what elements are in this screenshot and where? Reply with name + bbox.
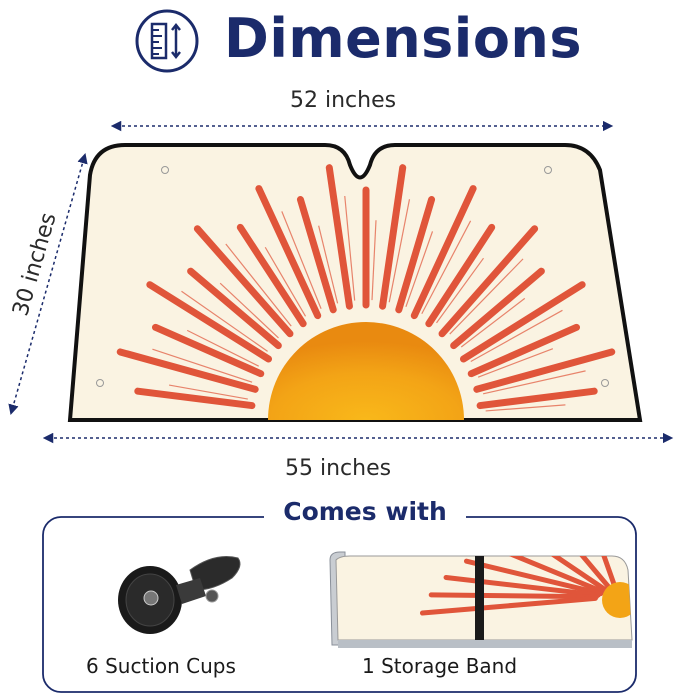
sun-ray xyxy=(450,267,545,350)
storage-band-image xyxy=(329,551,633,648)
height-arrow xyxy=(8,152,88,416)
sun-ray-accent xyxy=(264,246,307,317)
sun-ray xyxy=(467,323,581,378)
sun-ray-accent xyxy=(482,370,586,395)
sun-ray xyxy=(116,348,259,393)
sun-ray xyxy=(187,267,282,350)
page-title: Dimensions xyxy=(224,7,583,70)
sun-ray-accent xyxy=(186,329,259,367)
sun-ray xyxy=(236,223,307,328)
sun-ray-accent xyxy=(281,211,322,309)
sun-ray-accent xyxy=(421,220,472,315)
top-width-label: 52 inches xyxy=(290,88,397,113)
band-ray xyxy=(518,556,611,594)
suction-cups-label: 6 Suction Cups xyxy=(86,654,236,678)
sun-ray-accent xyxy=(460,297,526,348)
sun-ray-accent xyxy=(405,231,434,308)
sun-ray xyxy=(296,196,337,314)
windshield-sunshade xyxy=(67,143,643,422)
header: Dimensions xyxy=(0,0,679,80)
sun-ray-accent xyxy=(436,257,484,324)
sun-ray xyxy=(438,225,539,338)
sun-rays xyxy=(116,164,616,412)
sun-ray-accent xyxy=(371,220,377,301)
ruler-height-icon xyxy=(135,9,199,73)
sun-ray-accent xyxy=(449,258,524,335)
band-ray xyxy=(551,556,615,594)
sun-ray xyxy=(473,348,616,393)
band-ray xyxy=(489,556,607,595)
sun-ray xyxy=(395,196,436,314)
band-ray xyxy=(443,574,601,598)
suction-cups-image xyxy=(118,556,241,634)
sun-ray xyxy=(146,281,273,363)
sun-ray xyxy=(255,185,322,320)
suction-cup-dot xyxy=(96,379,104,387)
sun-ray-accent xyxy=(485,404,566,412)
suction-cup-dot xyxy=(161,166,169,174)
sun-ray-accent xyxy=(152,348,253,383)
storage-band-label: 1 Storage Band xyxy=(362,654,518,678)
comes-with-title: Comes with xyxy=(264,497,466,526)
sun-ray-accent xyxy=(225,243,292,327)
band-ray xyxy=(586,556,619,593)
sun-ray xyxy=(379,164,407,310)
sun-ray-accent xyxy=(219,282,279,339)
sun xyxy=(268,322,464,420)
band-ray xyxy=(463,558,604,597)
suction-cup-dot xyxy=(544,166,552,174)
sun-ray xyxy=(325,164,353,310)
sun-ray xyxy=(459,281,586,363)
sun-ray-accent xyxy=(344,195,356,301)
sun-ray xyxy=(410,185,477,320)
sun-ray xyxy=(193,225,294,338)
sun-ray-accent xyxy=(318,225,339,304)
sun-ray-accent xyxy=(477,348,554,378)
sun-ray xyxy=(151,323,265,378)
sun-ray-accent xyxy=(470,309,563,363)
sun-ray xyxy=(425,223,496,328)
bottom-width-label: 55 inches xyxy=(285,456,392,481)
sun-ray-accent xyxy=(388,199,411,303)
sun-ray-accent xyxy=(168,384,248,400)
sun-ray xyxy=(476,387,598,410)
sun-ray-accent xyxy=(181,290,268,352)
band-ray xyxy=(428,592,599,600)
suction-cup-dot xyxy=(601,379,609,387)
band-ray xyxy=(419,595,598,616)
sun-ray xyxy=(134,387,256,410)
